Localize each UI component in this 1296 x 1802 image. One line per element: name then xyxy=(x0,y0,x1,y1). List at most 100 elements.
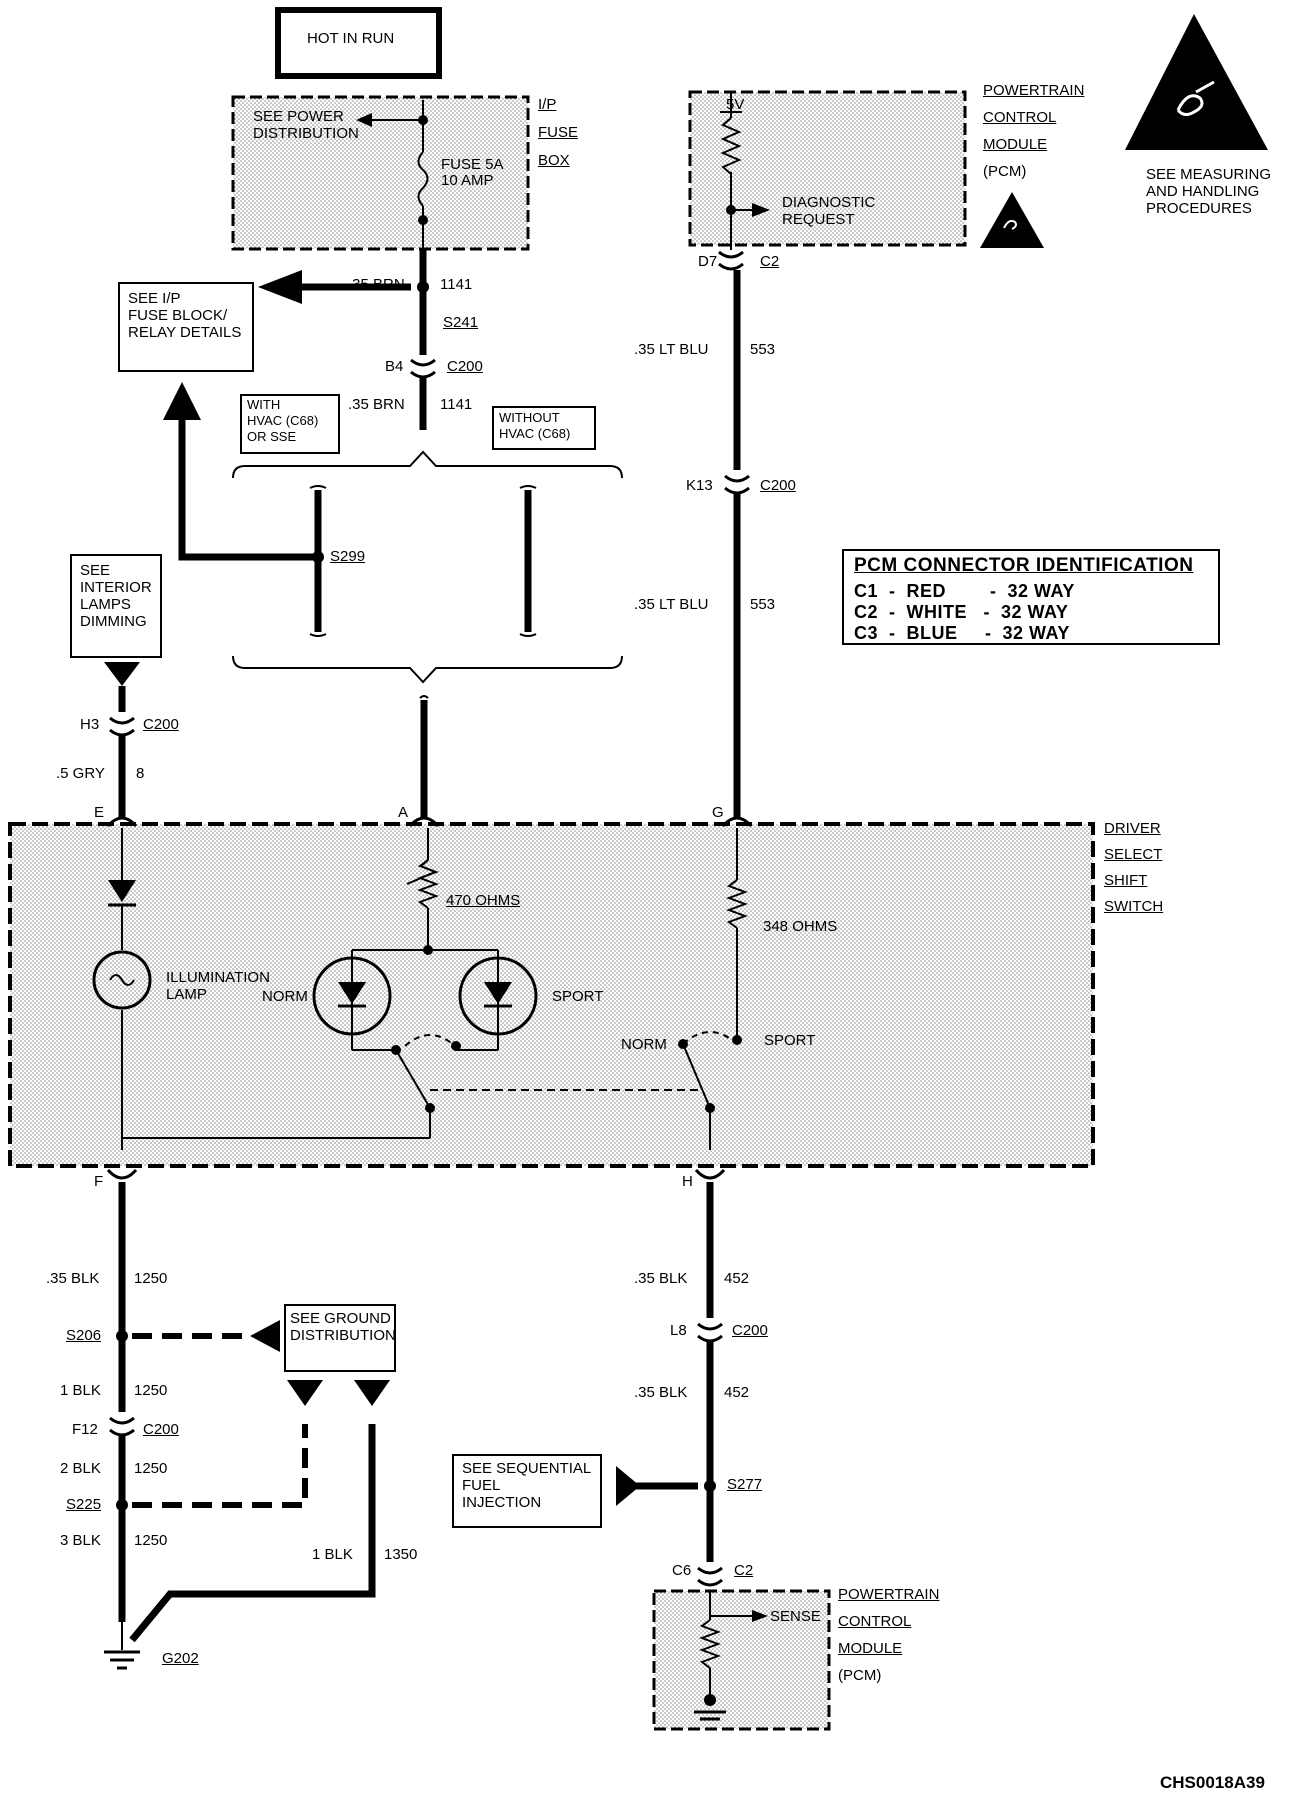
connector-f12-pin: F12 xyxy=(72,1421,98,1438)
ground-symbol-g202 xyxy=(104,1650,140,1670)
wire-blk-1250-c-gauge: 2 BLK xyxy=(60,1460,101,1477)
wire-gry-circuit: 8 xyxy=(136,765,145,782)
splice-s299 xyxy=(312,551,324,563)
arrow-to-fuse-block-details xyxy=(258,270,302,304)
sense-arrow xyxy=(752,1610,768,1622)
esd-warning-icon-small xyxy=(980,192,1044,248)
see-power-distribution-line2: DISTRIBUTION xyxy=(253,125,359,142)
pcm-bottom-label-2: CONTROL xyxy=(838,1613,912,1630)
with-hvac-2: HVAC (C68) xyxy=(247,413,319,428)
esd-warning-icon-large xyxy=(1125,14,1268,150)
connector-k13-id: C200 xyxy=(760,477,796,494)
wire-blk-452-a-gauge: .35 BLK xyxy=(634,1270,688,1287)
interior-lamps-2: INTERIOR xyxy=(80,579,152,596)
pcm-top-label-3: MODULE xyxy=(983,136,1048,153)
interior-lamps-4: DIMMING xyxy=(80,613,147,630)
illumination-lamp-label-1: ILLUMINATION xyxy=(166,969,270,986)
ip-fuse-block-note-3: RELAY DETAILS xyxy=(128,324,242,341)
illumination-lamp-symbol xyxy=(92,950,152,1010)
wire-ltblu-upper-circuit: 553 xyxy=(750,341,776,358)
ground-distribution-2: DISTRIBUTION xyxy=(290,1327,396,1344)
brn-1141-circuit xyxy=(300,100,429,430)
pin-h-label: H xyxy=(682,1173,693,1190)
pcm-top-label-1: POWERTRAIN xyxy=(983,82,1085,99)
without-hvac-1: WITHOUT xyxy=(499,410,560,425)
wire-blk-1250-d-gauge: 3 BLK xyxy=(60,1532,101,1549)
ltblu-553-circuit xyxy=(718,92,752,806)
connector-c6-id: C2 xyxy=(734,1562,754,1579)
connector-d7-pin: D7 xyxy=(698,253,718,270)
resistor-348-label: 348 OHMS xyxy=(763,918,838,935)
connector-c6-pin: C6 xyxy=(672,1562,692,1579)
with-hvac-3: OR SSE xyxy=(247,429,297,444)
see-power-distribution-line1: SEE POWER xyxy=(253,108,344,125)
splice-s225 xyxy=(116,1499,128,1511)
pcm-top-node xyxy=(726,205,736,215)
connector-k13-pin: K13 xyxy=(686,477,713,494)
sfi-note-1: SEE SEQUENTIAL xyxy=(462,1460,592,1477)
wire-brn-lower-circuit: 1141 xyxy=(440,396,473,413)
wire-blk-1250-c-circuit: 1250 xyxy=(134,1460,168,1477)
fuse-rating-line1: FUSE 5A xyxy=(441,156,504,173)
connector-h3-pin: H3 xyxy=(80,716,100,733)
wire-blk-1250-b-gauge: 1 BLK xyxy=(60,1382,101,1399)
switch-label-4: SWITCH xyxy=(1104,898,1164,915)
wire-blk-1250-b-circuit: 1250 xyxy=(134,1382,168,1399)
pcm-top-box xyxy=(688,90,967,247)
fuse-box-label-2: FUSE xyxy=(538,124,579,141)
connector-b4-pin: B4 xyxy=(385,358,404,375)
splice-s206-label: S206 xyxy=(66,1327,102,1344)
pcm-top-label-4: (PCM) xyxy=(983,163,1027,180)
sfi-note-3: INJECTION xyxy=(462,1494,542,1511)
wire-blk-1250-d-circuit: 1250 xyxy=(134,1532,168,1549)
sport-switch-label: SPORT xyxy=(764,1032,816,1049)
connector-l8-pin: L8 xyxy=(670,1322,687,1339)
pin-e-label: E xyxy=(94,804,105,821)
norm-switch-label: NORM xyxy=(621,1036,667,1053)
splice-s225-label: S225 xyxy=(66,1496,102,1513)
wire-blk-1250-a-circuit: 1250 xyxy=(134,1270,168,1287)
illumination-lamp-label-2: LAMP xyxy=(166,986,207,1003)
ground-g202-label: G202 xyxy=(162,1650,199,1667)
diagnostic-request-arrow xyxy=(752,203,770,217)
splice-s241-label: S241 xyxy=(443,314,479,331)
splice-s206 xyxy=(116,1330,128,1342)
pcm-bottom-label-1: POWERTRAIN xyxy=(838,1586,940,1603)
fuse-box-label-3: BOX xyxy=(538,152,570,169)
connector-b4 xyxy=(410,358,436,379)
pcm-connector-c1: C1 - RED - 32 WAY xyxy=(854,581,1075,601)
wire-brn-lower-gauge: .35 BRN xyxy=(348,396,405,413)
esd-note-3: PROCEDURES xyxy=(1146,200,1252,217)
wire-blk-1350-circuit: 1350 xyxy=(384,1546,418,1563)
pin-a-label: A xyxy=(398,804,409,821)
pcm-bottom-label-3: MODULE xyxy=(838,1640,903,1657)
ground-distribution-arrow-s225 xyxy=(287,1380,323,1406)
ground-distribution-arrow-1350 xyxy=(354,1380,390,1406)
splice-s299-label: S299 xyxy=(330,548,366,565)
connector-l8-id: C200 xyxy=(732,1322,768,1339)
pin-f-label: F xyxy=(94,1173,104,1190)
connector-f12-id: C200 xyxy=(143,1421,179,1438)
pcm-connector-identification-box: PCM CONNECTOR IDENTIFICATION C1 - RED - … xyxy=(842,549,1220,645)
wire-blk-452-b-gauge: .35 BLK xyxy=(634,1384,688,1401)
pcm-diagnostic-2: REQUEST xyxy=(782,211,855,228)
with-hvac-box xyxy=(240,394,340,454)
pcm-bottom-label-4: (PCM) xyxy=(838,1667,882,1684)
connector-d7-id: C2 xyxy=(760,253,780,270)
wire-ltblu-upper-gauge: .35 LT BLU xyxy=(634,341,709,358)
ip-fuse-block-note-1: SEE I/P xyxy=(128,290,181,307)
interior-lamps-note-box xyxy=(70,554,162,658)
fuse-rating-line2: 10 AMP xyxy=(441,172,494,189)
pin-f-connector xyxy=(106,1168,138,1180)
pcm-bottom-box xyxy=(652,1589,831,1731)
wire-brn-upper-gauge: .35 BRN xyxy=(348,276,405,293)
pcm-top-5v: 5V xyxy=(726,96,745,113)
arrow-to-power-distribution xyxy=(356,113,372,127)
esd-note-2: AND HANDLING xyxy=(1146,183,1260,200)
gry-8-circuit xyxy=(109,686,135,808)
blk-1250-circuit xyxy=(109,1182,376,1650)
ground-distribution-note-box xyxy=(284,1304,396,1372)
fuse-top-node xyxy=(418,115,428,125)
fuse-bottom-node xyxy=(418,215,428,225)
